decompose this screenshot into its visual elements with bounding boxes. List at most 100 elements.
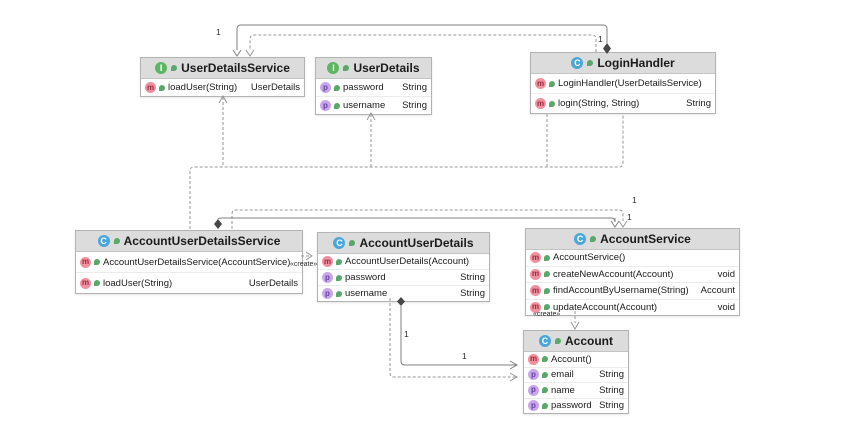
member-name: updateAccount(Account) bbox=[553, 301, 658, 313]
member-name: password bbox=[345, 272, 386, 283]
member-row[interactable]: p username String bbox=[318, 285, 489, 301]
member-type: String bbox=[402, 82, 427, 93]
method-icon: m bbox=[535, 78, 546, 89]
property-icon: p bbox=[528, 384, 539, 396]
visibility-marker-icon bbox=[334, 102, 340, 109]
class-title: Account bbox=[565, 334, 613, 348]
visibility-marker-icon bbox=[343, 65, 350, 71]
property-icon: p bbox=[528, 369, 539, 381]
class-header[interactable]: C AccountUserDetails bbox=[318, 233, 489, 254]
method-icon: m bbox=[530, 301, 541, 313]
class-title: UserDetailsService bbox=[181, 61, 290, 75]
member-row[interactable]: m login(String, String) String bbox=[531, 93, 715, 113]
property-icon: p bbox=[322, 288, 333, 299]
visibility-marker-icon bbox=[544, 287, 550, 294]
class-box-user-details-service[interactable]: I UserDetailsService m loadUser(String) … bbox=[140, 57, 305, 97]
class-title: UserDetails bbox=[353, 61, 420, 75]
member-row[interactable]: m createNewAccount(Account) void bbox=[526, 265, 739, 283]
member-type: UserDetails bbox=[250, 82, 300, 93]
class-box-login-handler[interactable]: C LoginHandler m LoginHandler(UserDetail… bbox=[530, 52, 716, 114]
member-row[interactable]: p name String bbox=[524, 382, 628, 398]
class-header[interactable]: C LoginHandler bbox=[531, 53, 715, 74]
member-name: password bbox=[551, 400, 592, 412]
member-name: LoginHandler(UserDetailsService) bbox=[558, 78, 702, 89]
member-row[interactable]: m AccountUserDetailsService(AccountServi… bbox=[76, 252, 302, 272]
visibility-marker-icon bbox=[336, 290, 342, 297]
member-name: createNewAccount(Account) bbox=[553, 268, 674, 280]
class-header[interactable]: I UserDetailsService bbox=[141, 58, 304, 79]
class-icon: C bbox=[539, 335, 551, 347]
method-icon: m bbox=[145, 82, 156, 93]
visibility-marker-icon bbox=[542, 387, 548, 394]
class-box-account[interactable]: C Account m Account() p email String p n… bbox=[523, 330, 629, 414]
member-name: name bbox=[551, 384, 575, 396]
visibility-marker-icon bbox=[171, 65, 178, 71]
member-type: String bbox=[402, 100, 427, 111]
member-row[interactable]: m AccountUserDetails(Account) bbox=[318, 254, 489, 269]
class-icon: C bbox=[574, 233, 587, 245]
visibility-marker-icon bbox=[555, 338, 561, 344]
class-icon: C bbox=[571, 57, 584, 69]
interface-icon: I bbox=[327, 62, 340, 74]
class-title: AccountUserDetailsService bbox=[123, 234, 281, 248]
class-box-account-user-details[interactable]: C AccountUserDetails m AccountUserDetail… bbox=[317, 232, 490, 302]
member-name: Account() bbox=[551, 353, 592, 365]
class-icon: C bbox=[333, 237, 346, 249]
create-stereotype-label: «create» bbox=[533, 311, 561, 318]
create-stereotype-label: «create» bbox=[290, 261, 318, 268]
multiplicity-label: 1 bbox=[627, 212, 632, 222]
property-icon: p bbox=[322, 272, 333, 283]
class-title: LoginHandler bbox=[597, 56, 675, 70]
member-row[interactable]: p password String bbox=[524, 397, 628, 414]
member-type: void bbox=[717, 268, 735, 280]
multiplicity-label: 1 bbox=[632, 195, 637, 205]
visibility-marker-icon bbox=[542, 402, 548, 409]
member-row[interactable]: m Account() bbox=[524, 352, 628, 367]
visibility-marker-icon bbox=[587, 60, 594, 66]
class-header[interactable]: C AccountUserDetailsService bbox=[76, 231, 302, 252]
property-icon: p bbox=[320, 100, 331, 111]
class-header[interactable]: C AccountService bbox=[526, 229, 739, 250]
member-row[interactable]: p email String bbox=[524, 366, 628, 383]
property-icon: p bbox=[320, 82, 331, 93]
member-row[interactable]: m LoginHandler(UserDetailsService) bbox=[531, 74, 715, 93]
method-icon: m bbox=[530, 252, 541, 264]
member-row[interactable]: m loadUser(String) UserDetails bbox=[141, 79, 304, 96]
member-row[interactable]: m AccountService() bbox=[526, 250, 739, 266]
method-icon: m bbox=[80, 256, 91, 268]
member-name: login(String, String) bbox=[558, 98, 640, 109]
member-name: email bbox=[551, 369, 574, 381]
method-icon: m bbox=[535, 98, 546, 109]
visibility-marker-icon bbox=[159, 84, 165, 91]
class-header[interactable]: C Account bbox=[524, 331, 628, 352]
member-type: String bbox=[599, 400, 624, 412]
member-row[interactable]: p password String bbox=[318, 269, 489, 285]
class-title: AccountService bbox=[600, 232, 691, 246]
member-row[interactable]: p password String bbox=[316, 79, 431, 96]
method-icon: m bbox=[528, 353, 539, 365]
property-icon: p bbox=[528, 400, 539, 412]
method-icon: m bbox=[530, 285, 541, 297]
member-name: username bbox=[345, 288, 388, 299]
method-icon: m bbox=[322, 256, 333, 267]
member-type: String bbox=[686, 98, 711, 109]
class-box-account-service[interactable]: C AccountService m AccountService() m cr… bbox=[525, 228, 740, 316]
member-row[interactable]: m loadUser(String) UserDetails bbox=[76, 272, 302, 293]
class-box-account-user-details-service[interactable]: C AccountUserDetailsService m AccountUse… bbox=[75, 230, 303, 294]
interface-icon: I bbox=[155, 62, 168, 74]
member-type: String bbox=[460, 272, 485, 283]
member-row[interactable]: p username String bbox=[316, 96, 431, 114]
member-row[interactable]: m findAccountByUsername(String) Account bbox=[526, 282, 739, 299]
visibility-marker-icon bbox=[349, 240, 356, 246]
class-header[interactable]: I UserDetails bbox=[316, 58, 431, 79]
visibility-marker-icon bbox=[542, 371, 548, 378]
member-type: Account bbox=[700, 285, 735, 297]
method-icon: m bbox=[530, 268, 541, 280]
visibility-marker-icon bbox=[544, 304, 550, 311]
member-name: password bbox=[343, 82, 384, 93]
multiplicity-label: 1 bbox=[598, 34, 603, 44]
visibility-marker-icon bbox=[542, 356, 548, 363]
member-row[interactable]: m updateAccount(Account) void bbox=[526, 298, 739, 316]
visibility-marker-icon bbox=[113, 238, 120, 244]
class-box-user-details[interactable]: I UserDetails p password String p userna… bbox=[315, 57, 432, 115]
